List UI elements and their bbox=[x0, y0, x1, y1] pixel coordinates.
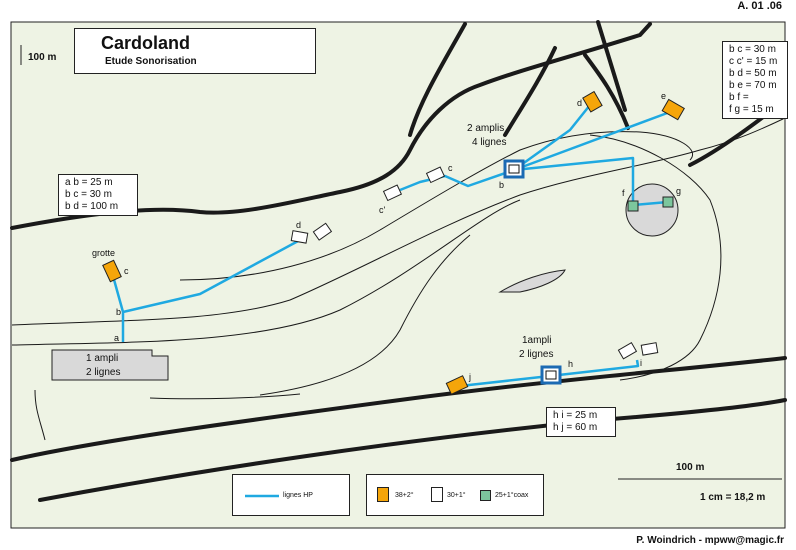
speakers-green bbox=[627, 196, 674, 212]
legend-symbols: 38+2° 30+1° 25+1°coax bbox=[366, 474, 544, 516]
label-e: e bbox=[661, 91, 666, 101]
rock bbox=[498, 269, 566, 293]
amp-b-top bbox=[503, 159, 525, 179]
label-g: g bbox=[676, 186, 681, 196]
legend-lines: lignes HP bbox=[232, 474, 350, 516]
speaker-e bbox=[661, 98, 685, 121]
speaker-c-mid bbox=[425, 166, 446, 184]
speaker-d-2 bbox=[312, 222, 333, 241]
amp-bottom-line2: 2 lignes bbox=[519, 349, 553, 360]
road-lower-1 bbox=[10, 356, 787, 462]
label-b-left: b bbox=[116, 307, 121, 317]
scale-label-top: 100 m bbox=[28, 52, 57, 63]
speaker-i-2 bbox=[640, 342, 659, 356]
road-upper bbox=[10, 22, 652, 230]
legend-lines-label: lignes HP bbox=[283, 492, 313, 499]
notes-right: b c = 30 m c c' = 15 m b d = 50 m b e = … bbox=[722, 41, 788, 119]
road-spur-4 bbox=[596, 20, 627, 112]
amp-left-line1: 1 ampli bbox=[86, 353, 118, 364]
amp-top-line2: 4 lignes bbox=[472, 137, 506, 148]
road-spur-1 bbox=[408, 22, 467, 137]
note-line: b f = bbox=[729, 92, 749, 103]
amp-h bbox=[540, 365, 562, 385]
building-left bbox=[51, 349, 169, 381]
speakers-white bbox=[290, 166, 659, 360]
title-box: Cardoland Etude Sonorisation bbox=[74, 28, 316, 74]
hp-lines bbox=[111, 104, 671, 388]
author-credit: P. Woindrich - mpww@magic.fr bbox=[636, 535, 784, 546]
legend-line-swatch bbox=[245, 494, 279, 498]
amp-b-top-inner bbox=[508, 164, 520, 174]
note-line: b c = 30 m bbox=[65, 189, 112, 200]
speaker-i-1 bbox=[617, 341, 638, 360]
speaker-d-top bbox=[582, 90, 603, 113]
label-d-mid: d bbox=[296, 220, 301, 230]
road-spur-2 bbox=[503, 46, 557, 137]
legend-green-swatch bbox=[480, 490, 491, 501]
note-line: b c = 30 m bbox=[729, 44, 776, 55]
note-line: b d = 50 m bbox=[729, 68, 777, 79]
legend-orange-swatch bbox=[377, 487, 389, 502]
amp-left-line2: 2 lignes bbox=[86, 367, 120, 378]
speaker-g bbox=[662, 196, 674, 208]
note-line: c c' = 15 m bbox=[729, 56, 778, 67]
road-lower-2 bbox=[38, 398, 787, 502]
scale-ratio: 1 cm = 18,2 m bbox=[700, 492, 766, 503]
label-c-left: c bbox=[124, 266, 129, 276]
document-code: A. 01 .06 bbox=[737, 0, 782, 12]
speaker-j bbox=[445, 375, 469, 395]
speaker-f bbox=[627, 200, 639, 212]
map-subtitle: Etude Sonorisation bbox=[105, 56, 197, 67]
label-c-mid: c bbox=[448, 163, 453, 173]
label-grotte: grotte bbox=[92, 248, 115, 258]
amplifiers bbox=[503, 159, 562, 385]
legend-white-label: 30+1° bbox=[447, 492, 466, 499]
amp-bottom-line1: 1ampli bbox=[522, 335, 551, 346]
note-line: f g = 15 m bbox=[729, 104, 774, 115]
amp-top-line1: 2 amplis bbox=[467, 123, 504, 134]
notes-left: a b = 25 m b c = 30 m b d = 100 m bbox=[58, 174, 138, 216]
paths bbox=[11, 117, 786, 441]
label-i: i bbox=[640, 358, 642, 368]
label-d-top: d bbox=[577, 98, 582, 108]
legend-green-label: 25+1°coax bbox=[495, 492, 529, 499]
label-cprime: c' bbox=[379, 205, 386, 215]
label-a: a bbox=[114, 333, 119, 343]
notes-bottom: h i = 25 m h j = 60 m bbox=[546, 407, 616, 437]
legend-orange-label: 38+2° bbox=[395, 492, 414, 499]
label-f: f bbox=[622, 188, 625, 198]
roads bbox=[10, 20, 787, 502]
legend-white-swatch bbox=[431, 487, 443, 502]
note-line: a b = 25 m bbox=[65, 177, 113, 188]
speakers-orange bbox=[102, 90, 685, 395]
note-line: h j = 60 m bbox=[553, 422, 598, 433]
note-line: h i = 25 m bbox=[553, 410, 598, 421]
scale-label-bottom: 100 m bbox=[676, 462, 705, 473]
label-j: j bbox=[468, 372, 471, 382]
speaker-c-left bbox=[102, 259, 122, 283]
note-line: b e = 70 m bbox=[729, 80, 777, 91]
speaker-cprime bbox=[382, 184, 403, 202]
speaker-d-1 bbox=[290, 230, 309, 244]
label-b-top: b bbox=[499, 180, 504, 190]
note-line: b d = 100 m bbox=[65, 201, 119, 212]
road-spur-3 bbox=[583, 53, 630, 130]
amp-h-inner bbox=[545, 370, 557, 380]
map-title: Cardoland bbox=[101, 33, 191, 53]
label-h: h bbox=[568, 359, 573, 369]
